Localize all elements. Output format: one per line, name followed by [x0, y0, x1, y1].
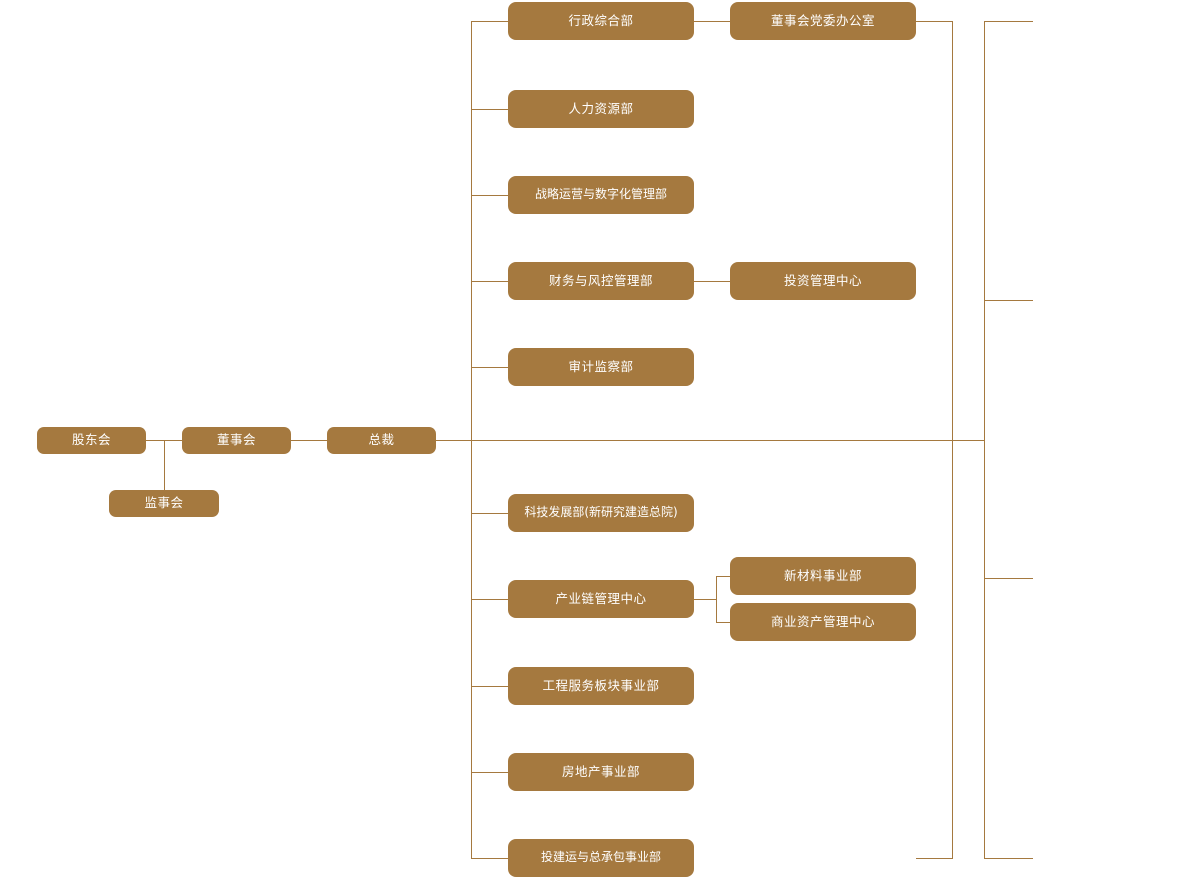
node-dept-strategy-digital[interactable]: 战略运营与数字化管理部 [508, 176, 694, 214]
rail-inner-bottom-tie [916, 858, 952, 859]
node-president[interactable]: 总裁 [327, 427, 436, 454]
node-label: 行政综合部 [568, 12, 634, 28]
node-dept-technology-development[interactable]: 科技发展部(新研究建造总院) [508, 494, 694, 532]
connector-trunk-to-real-estate [471, 772, 508, 773]
node-dept-engineering-services[interactable]: 工程服务板块事业部 [508, 667, 694, 705]
rail-outer-branch-bottom [984, 858, 1033, 859]
node-label: 科技发展部(新研究建造总院) [524, 505, 678, 520]
connector-trunk-to-audit-supervision [471, 367, 508, 368]
rail-outer-vertical [984, 21, 985, 859]
node-commercial-asset-management-center[interactable]: 商业资产管理中心 [730, 603, 916, 641]
connector-trunk-to-engineering-services [471, 686, 508, 687]
rail-inner-top-tie [916, 21, 952, 22]
node-dept-audit-supervision[interactable]: 审计监察部 [508, 348, 694, 386]
node-board-party-committee-office[interactable]: 董事会党委办公室 [730, 2, 916, 40]
rail-outer-branch-upper-mid [984, 300, 1033, 301]
connector-board-to-president [291, 440, 327, 441]
connector-trunk-to-human-resources [471, 109, 508, 110]
node-label: 工程服务板块事业部 [542, 677, 660, 693]
node-label: 监事会 [144, 495, 184, 511]
node-label: 股东会 [71, 432, 111, 448]
connector-trunk-to-industry-chain [471, 599, 508, 600]
connector-finance-to-investment-center [694, 281, 730, 282]
node-label: 审计监察部 [568, 358, 634, 374]
connector-trunk-to-finance-risk [471, 281, 508, 282]
node-dept-human-resources[interactable]: 人力资源部 [508, 90, 694, 128]
node-dept-real-estate[interactable]: 房地产事业部 [508, 753, 694, 791]
connector-president-to-trunk [436, 440, 984, 441]
connector-split-to-commercial-assets [716, 622, 730, 623]
node-label: 战略运营与数字化管理部 [534, 187, 667, 202]
node-label: 董事会党委办公室 [770, 12, 875, 28]
connector-trunk-to-technology-development [471, 513, 508, 514]
connector-split-to-new-materials [716, 576, 730, 577]
node-label: 投建运与总承包事业部 [540, 850, 661, 865]
connector-industry-chain-stub [694, 599, 716, 600]
node-new-materials-division[interactable]: 新材料事业部 [730, 557, 916, 595]
connector-trunk-to-investment-construction-epc [471, 858, 508, 859]
connector-industry-chain-split [716, 576, 717, 622]
rail-outer-branch-top [984, 21, 1033, 22]
node-label: 产业链管理中心 [555, 590, 647, 606]
node-board-of-directors[interactable]: 董事会 [182, 427, 291, 454]
node-label: 投资管理中心 [783, 272, 862, 288]
connector-supervisors-drop [164, 440, 165, 490]
node-label: 新材料事业部 [783, 567, 862, 583]
node-dept-investment-construction-epc[interactable]: 投建运与总承包事业部 [508, 839, 694, 877]
node-shareholders-meeting[interactable]: 股东会 [37, 427, 146, 454]
node-board-of-supervisors[interactable]: 监事会 [109, 490, 219, 517]
rail-inner-vertical [952, 21, 953, 859]
connector-trunk-to-strategy-digital [471, 195, 508, 196]
node-dept-administration[interactable]: 行政综合部 [508, 2, 694, 40]
connector-trunk-to-administration [471, 21, 508, 22]
node-label: 董事会 [216, 432, 256, 448]
node-label: 总裁 [368, 432, 395, 448]
trunk-main-vertical [471, 21, 472, 859]
node-dept-finance-risk[interactable]: 财务与风控管理部 [508, 262, 694, 300]
node-label: 财务与风控管理部 [548, 272, 653, 288]
node-investment-management-center[interactable]: 投资管理中心 [730, 262, 916, 300]
node-label: 房地产事业部 [561, 763, 640, 779]
connector-administration-to-party-office [694, 21, 730, 22]
node-label: 人力资源部 [568, 100, 634, 116]
node-dept-industry-chain[interactable]: 产业链管理中心 [508, 580, 694, 618]
node-label: 商业资产管理中心 [770, 613, 875, 629]
rail-outer-branch-lower-mid [984, 578, 1033, 579]
